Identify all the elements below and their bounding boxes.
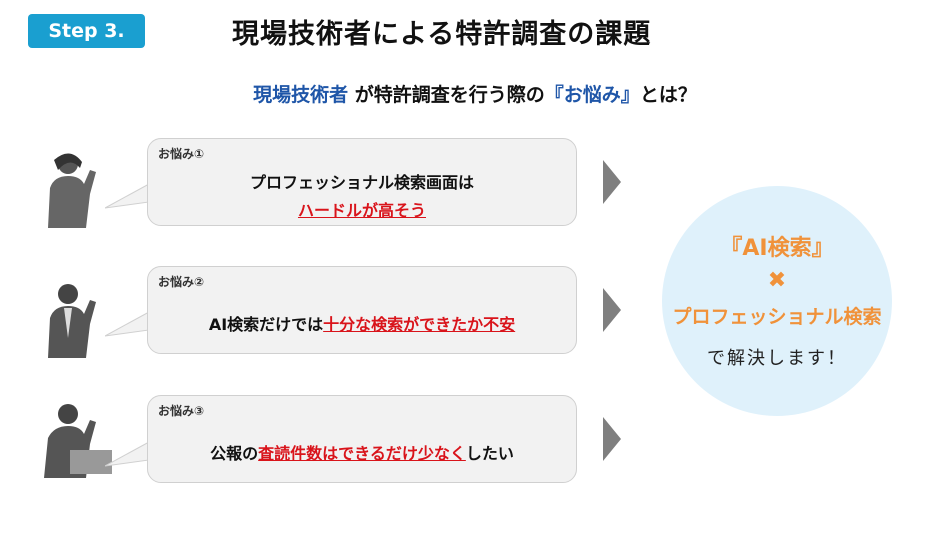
subtitle-highlight: 現場技術者 [253, 84, 349, 106]
worried-person-icon [48, 284, 96, 358]
worry-bubble-3: お悩み③ 公報の査読件数はできるだけ少なくしたい [147, 395, 577, 483]
worry-highlight: 査読件数はできるだけ少なく [258, 444, 466, 463]
worry-text: AI検索だけでは [208, 315, 324, 334]
subtitle-end: とは？ [639, 84, 697, 106]
cross-icon: ✖ [767, 268, 787, 293]
worry-tag: お悩み② [158, 275, 205, 289]
worry-text: プロフェッショナル検索画面は [249, 173, 474, 192]
arrow-right-icon [603, 160, 621, 204]
solution-caption: で解決します！ [707, 348, 847, 369]
worry-highlight: ハードルが高そう [297, 201, 426, 220]
worry-text: 公報の [210, 444, 259, 463]
bubble-tail [105, 441, 150, 467]
subtitle-quote: 『お悩み』 [544, 84, 640, 106]
worry-bubble-1: お悩み① プロフェッショナル検索画面は ハードルが高そう [147, 138, 577, 226]
solution-ai-search: 『AI検索』 [720, 236, 834, 261]
worry-tag: お悩み③ [158, 404, 205, 418]
worry-highlight: 十分な検索ができたか不安 [323, 315, 516, 334]
solution-circle: 『AI検索』 ✖ プロフェッショナル検索 で解決します！ [662, 186, 892, 416]
arrow-right-icon [603, 417, 621, 461]
worry-tag: お悩み① [158, 147, 205, 161]
bubble-tail [105, 311, 150, 337]
worried-person-laptop-icon [44, 404, 112, 478]
subtitle-text: が特許調査を行う際の [348, 84, 545, 106]
page-title: 現場技術者による特許調査の課題 [232, 19, 652, 50]
solution-pro-search: プロフェッショナル検索 [672, 306, 882, 328]
worried-person-icon [48, 153, 96, 228]
bubble-tail [105, 183, 150, 209]
worry-text-end: したい [465, 444, 514, 463]
subtitle: 現場技術者 が特許調査を行う際の『お悩み』とは？ [0, 80, 950, 107]
worry-bubble-2: お悩み② AI検索だけでは十分な検索ができたか不安 [147, 266, 577, 354]
step-badge: Step 3. [28, 14, 145, 48]
arrow-right-icon [603, 288, 621, 332]
